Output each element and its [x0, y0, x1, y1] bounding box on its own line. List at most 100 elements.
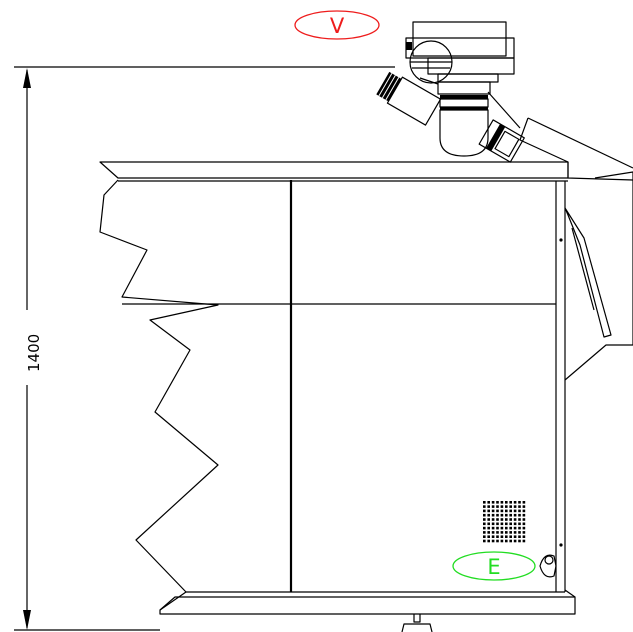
grille-dot — [491, 518, 495, 521]
cabinet-body — [99, 161, 576, 632]
grille-dot — [491, 531, 495, 534]
grille-dot — [509, 518, 512, 521]
grille-dot — [487, 505, 490, 508]
right-lens — [478, 119, 525, 163]
marker-v-label: V — [330, 14, 345, 38]
grille-dot — [496, 518, 499, 521]
grille-dot — [496, 505, 499, 508]
left-lens-grip-groove-2 — [381, 75, 396, 99]
grille-dot — [491, 501, 495, 504]
grille-dot — [491, 509, 495, 513]
grille-dot — [509, 522, 512, 526]
left-lens-grip-groove-3 — [385, 77, 400, 101]
grille-dot — [518, 526, 521, 530]
head-arm-left — [419, 77, 439, 85]
grille-dot — [513, 509, 517, 513]
grille-dot — [500, 526, 504, 530]
head-top-box — [412, 21, 507, 57]
height-dimension: 1400 — [14, 66, 395, 631]
foot-pad — [401, 623, 433, 632]
grille-dot — [522, 518, 526, 521]
grille-dot — [500, 531, 504, 534]
grille-dot — [500, 535, 504, 538]
side-handle-bar — [564, 207, 612, 338]
head-ring-3 — [439, 98, 489, 108]
head-flange — [427, 57, 515, 75]
right-lens-body — [478, 119, 525, 163]
grille-dot — [518, 535, 521, 538]
grille-dot — [505, 535, 508, 538]
grille-dot — [496, 535, 499, 538]
marker-v-ellipse — [294, 10, 380, 40]
grille-dot — [483, 526, 486, 530]
grille-dot — [518, 531, 521, 534]
side-panel-hinge — [519, 117, 569, 163]
right-lens-band — [486, 123, 506, 152]
grille-dot — [522, 509, 526, 513]
grille-dot — [487, 535, 490, 538]
grille-dot — [509, 535, 512, 538]
grille-dot — [518, 539, 521, 543]
grille-dot — [509, 526, 512, 530]
grille-dot — [483, 509, 486, 513]
marker-e: E — [452, 551, 536, 581]
grille-dot — [509, 505, 512, 508]
side-handle-inner — [571, 227, 595, 311]
grille-dot — [491, 539, 495, 543]
grille-dot — [509, 539, 512, 543]
grille-dot — [505, 509, 508, 513]
side-panel-outline — [564, 171, 633, 381]
grille-dot — [496, 509, 499, 513]
grille-dot — [518, 513, 521, 517]
grille-dot — [522, 526, 526, 530]
head-ring-4 — [440, 107, 488, 110]
grille-dot — [487, 526, 490, 530]
grille-dot — [487, 531, 490, 534]
head-ring-2 — [440, 95, 488, 99]
grille-dot — [509, 509, 512, 513]
grille-dot — [522, 539, 526, 543]
grille-dot — [505, 526, 508, 530]
grille-dot — [496, 526, 499, 530]
grille-dot — [505, 531, 508, 534]
grille-dot — [491, 526, 495, 530]
grille-dot — [496, 531, 499, 534]
grille-dot — [496, 539, 499, 543]
grille-dot — [513, 531, 517, 534]
grille-dot — [509, 513, 512, 517]
grille-dot — [522, 505, 526, 508]
grille-dot — [513, 518, 517, 521]
head-ring-1 — [437, 81, 491, 95]
grille-dot — [509, 501, 512, 504]
grille-dot — [491, 522, 495, 526]
grille-dot — [487, 509, 490, 513]
grille-dot — [487, 513, 490, 517]
side-panel-top-edge — [527, 117, 633, 169]
grille-dot — [483, 522, 486, 526]
grille-dot — [496, 522, 499, 526]
grille-dot — [522, 513, 526, 517]
side-panel-mid-edge — [567, 162, 633, 181]
grille-dot — [487, 501, 490, 504]
grille-dot — [483, 513, 486, 517]
grille-dot — [491, 535, 495, 538]
grille-dot — [483, 505, 486, 508]
grille-dot — [500, 539, 504, 543]
grille-dot — [518, 518, 521, 521]
grille-dot — [491, 513, 495, 517]
grille-dot — [500, 501, 504, 504]
break-line — [99, 179, 219, 611]
grille-dot — [500, 509, 504, 513]
head-box-band — [405, 37, 515, 59]
grille-dot — [496, 513, 499, 517]
foot-post — [413, 614, 421, 623]
head-assembly — [376, 21, 525, 163]
cabinet-base-plate — [159, 596, 576, 615]
side-knob — [539, 554, 557, 578]
head-arm-right — [487, 91, 521, 129]
grille-dot — [500, 505, 504, 508]
grille-dot — [522, 501, 526, 504]
grille-dot — [505, 522, 508, 526]
grille-dot — [513, 539, 517, 543]
